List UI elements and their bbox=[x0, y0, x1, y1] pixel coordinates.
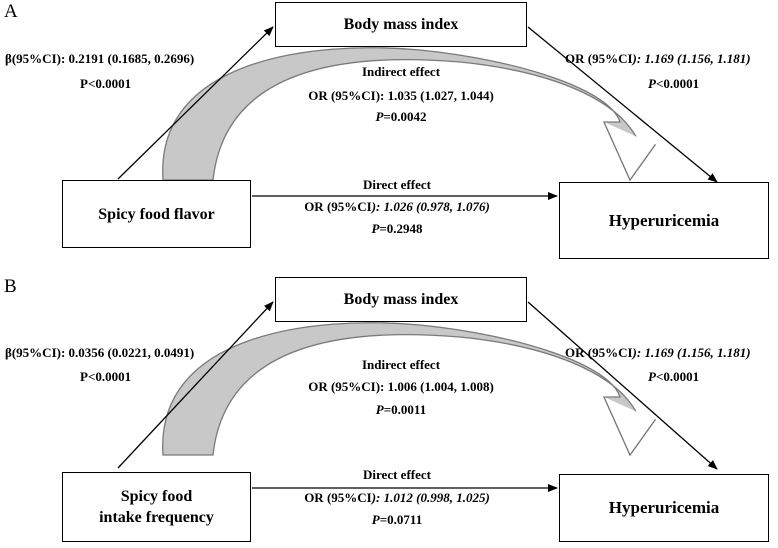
panel-a: A Body mass index Spicy food flavor Hype… bbox=[0, 0, 778, 270]
b-path-p: P<0.0001 bbox=[648, 369, 700, 384]
panel-label: B bbox=[4, 276, 17, 297]
b-path-p: P<0.0001 bbox=[648, 76, 700, 91]
a-path-arrow bbox=[117, 26, 274, 180]
indirect-effect-p: P=0.0011 bbox=[375, 402, 427, 417]
direct-effect-stat: OR (95%CI): 1.012 (0.998, 1.025) bbox=[304, 490, 490, 505]
a-path-stat: β(95%CI): 0.2191 (0.1685, 0.2696) bbox=[5, 51, 195, 66]
mediator-box: Body mass index bbox=[275, 277, 527, 322]
indirect-effect-stat: OR (95%CI): 1.035 (1.027, 1.044) bbox=[308, 88, 494, 103]
b-path-arrow bbox=[527, 26, 718, 183]
panel-a-paths bbox=[117, 26, 718, 200]
indirect-effect-p: P=0.0042 bbox=[375, 109, 427, 124]
exposure-box: Spicy food flavor bbox=[62, 180, 251, 248]
indirect-effect-stat: OR (95%CI): 1.006 (1.004, 1.008) bbox=[308, 379, 494, 394]
exposure-box: Spicy food intake frequency bbox=[62, 472, 251, 542]
b-path-arrow bbox=[527, 301, 718, 470]
a-path-arrow bbox=[117, 301, 274, 469]
b-path-stat: OR (95%CI): 1.169 (1.156, 1.181) bbox=[565, 345, 751, 360]
panel-b: B Body mass index Spicy food intake freq… bbox=[0, 275, 778, 545]
direct-effect-p: P=0.2948 bbox=[371, 221, 423, 236]
outcome-box: Hyperuricemia bbox=[559, 182, 769, 259]
indirect-arrow-head-outline bbox=[603, 396, 656, 457]
indirect-effect-title: Indirect effect bbox=[361, 357, 441, 372]
b-path-stat: OR (95%CI): 1.169 (1.156, 1.181) bbox=[565, 51, 751, 66]
mediator-box: Body mass index bbox=[275, 2, 527, 47]
direct-effect-title: Direct effect bbox=[363, 177, 431, 192]
direct-effect-title: Direct effect bbox=[363, 467, 431, 482]
a-path-stat: β(95%CI): 0.0356 (0.0221, 0.0491) bbox=[5, 345, 195, 360]
outcome-box: Hyperuricemia bbox=[559, 474, 769, 542]
a-path-p: P<0.0001 bbox=[80, 76, 132, 91]
panel-label: A bbox=[4, 1, 18, 22]
direct-effect-stat: OR (95%CI): 1.026 (0.978, 1.076) bbox=[304, 199, 490, 214]
panel-b-paths bbox=[117, 301, 718, 492]
direct-effect-p: P=0.0711 bbox=[371, 512, 423, 527]
exposure-line-2: intake frequency bbox=[99, 509, 214, 526]
indirect-arrow-head-outline bbox=[603, 121, 656, 182]
exposure-line-1: Spicy food bbox=[120, 488, 193, 505]
a-path-p: P<0.0001 bbox=[80, 369, 132, 384]
indirect-effect-title: Indirect effect bbox=[361, 64, 441, 79]
